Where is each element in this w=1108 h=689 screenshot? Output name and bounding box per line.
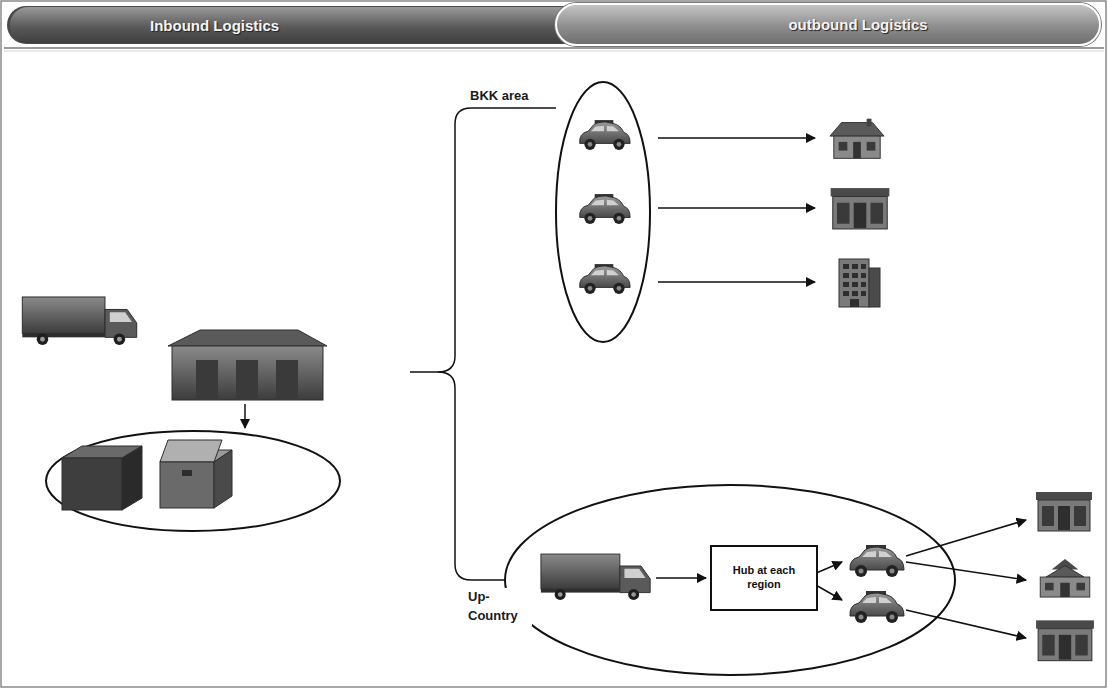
header-band: outbound Logistics xyxy=(555,3,1101,46)
node-text: Inbound Logistics xyxy=(150,17,279,34)
node-text: Hub at each region xyxy=(718,564,810,592)
region-label: Up- Country xyxy=(466,588,532,626)
hub-box: Hub at each region xyxy=(710,545,818,611)
node-text: outbound Logistics xyxy=(788,16,927,33)
region-label: BKK area xyxy=(468,88,531,103)
